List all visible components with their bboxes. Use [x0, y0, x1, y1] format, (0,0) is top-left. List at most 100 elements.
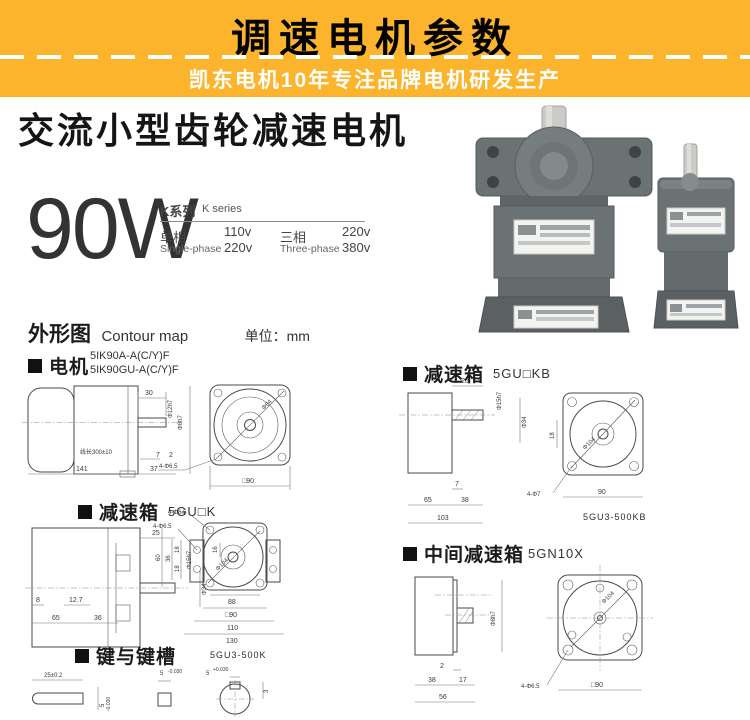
gn-model: 5GN10X	[528, 546, 584, 561]
guk-d110: 110	[227, 625, 238, 632]
three-phase-cn: 三相	[280, 230, 307, 245]
guk-holes1: 4-Φ6.5	[168, 510, 187, 516]
gn-d2: 2	[440, 663, 444, 670]
three-phase-v2: 380v	[342, 240, 371, 255]
guk-sq: □90	[225, 612, 237, 619]
contour-en: Contour map	[101, 328, 189, 345]
product-photo	[475, 105, 739, 333]
gukb-d103: 103	[437, 515, 449, 522]
guk-d16: 16	[213, 546, 219, 553]
gukb-holes: 4-Φ7	[527, 492, 541, 498]
motor-drawing: 30 Φ12h7 Φ8h7 线长300±10 7 2 141 37 Φ84 4-…	[22, 384, 291, 490]
three-phase-en: Three-phase	[280, 243, 340, 255]
key-tol-c: +0.030	[213, 667, 229, 673]
contour-cn: 外形图	[28, 323, 91, 346]
gu-k-drawing: 25 Φ15h7 Φ34 8 12.7 65 36 Φ104 16 4-Φ6.5	[25, 510, 284, 660]
section-gn: 中间减速箱 5GN10X	[403, 540, 584, 567]
motor-large	[475, 105, 653, 333]
black-square-bullet	[78, 504, 92, 519]
key-h5c: 5	[206, 671, 210, 677]
series-label-cn: K系列	[160, 204, 196, 219]
section-key: 键与键槽	[75, 642, 176, 669]
page-title: 调速电机参数	[231, 17, 519, 61]
key-tol-a: -0.030	[106, 697, 112, 711]
series-underline	[160, 221, 365, 222]
dim-shaft2: Φ8h7	[178, 415, 184, 430]
gukb-shaft: Φ15h7	[497, 391, 503, 410]
gu-k-label: 减速箱	[99, 503, 160, 524]
gn-label: 中间减速箱	[424, 545, 525, 566]
gukb-d7: 7	[455, 481, 459, 488]
gukb-d25: 25	[461, 378, 469, 385]
power-rating: 90W	[26, 181, 199, 277]
section-motor-label: 电机	[49, 357, 90, 378]
key-h5b: 5	[160, 671, 164, 677]
gu-kb-model: 5GU□KB	[493, 366, 551, 381]
contour-heading: 外形图 Contour map 单位：mm	[28, 318, 310, 348]
dim-37: 37	[150, 466, 158, 473]
contour-unit: 单位：mm	[244, 328, 310, 344]
three-phase-v1: 220v	[342, 224, 371, 239]
gukb-d34: Φ34	[522, 416, 528, 428]
gn-shaft: Φ8h7	[491, 611, 497, 626]
guk-d60: 60	[156, 554, 162, 561]
gn-sq: □90	[591, 682, 603, 689]
gukb-name: 5GU3-500KB	[583, 512, 647, 522]
guk-d65: 65	[52, 615, 60, 622]
dim-2: 2	[169, 452, 173, 459]
motor-model-1: 5IK90A-A(C/Y)F	[90, 350, 170, 362]
dim-cable: 线长300±10	[80, 448, 113, 456]
black-square-bullet	[28, 358, 42, 373]
gukb-d90: 90	[598, 489, 606, 496]
section-motor: 电机	[28, 352, 89, 379]
single-phase-en: Single-phase	[160, 243, 222, 255]
guk-holes2: 4-Φ6.5	[153, 524, 172, 530]
gukb-d18: 18	[550, 432, 556, 439]
black-square-bullet	[403, 546, 417, 561]
guk-d36: 36	[94, 615, 102, 622]
guk-d36v: 36	[166, 555, 172, 562]
dim-motor-holes: 4-Φ6.5	[159, 464, 178, 470]
guk-d127: 12.7	[69, 597, 83, 604]
section-gu-k: 减速箱 5GU□K	[78, 498, 216, 525]
guk-dia: Φ104	[215, 557, 230, 572]
motor-small	[653, 143, 739, 329]
guk-d130: 130	[226, 638, 238, 645]
gn-drawing: Φ8h7 2 38 17 56 Φ104 4-Φ6.5 □90	[414, 565, 653, 703]
dim-141: 141	[76, 466, 88, 473]
gukb-d38: 38	[461, 497, 469, 504]
guk-d88: 88	[228, 599, 236, 606]
key-depth: 3	[264, 689, 270, 693]
gu-kb-label: 减速箱	[424, 365, 485, 386]
motor-model-2: 5IK90GU-A(C/Y)F	[90, 363, 179, 376]
single-phase-cn: 单相	[160, 230, 187, 245]
guk-d18b: 18	[175, 565, 181, 572]
motor-models: 5IK90A-A(C/Y)F 5IK90GU-A(C/Y)F	[90, 350, 179, 378]
gn-holes: 4-Φ6.5	[521, 684, 540, 690]
gu-k-model: 5GU□K	[168, 504, 217, 519]
black-square-bullet	[75, 648, 89, 663]
product-title: 交流小型齿轮减速电机	[18, 110, 409, 151]
key-len: 25±0.2	[44, 673, 63, 679]
key-drawing: 25±0.2 5 -0.030 5 -0.030 5 +0.030 3	[32, 667, 270, 717]
series-label-en: K series	[202, 203, 242, 215]
guk-dim-25: 25	[152, 530, 160, 537]
dashed-divider	[0, 55, 750, 59]
header-subtitle: 凯东电机10年专注品牌电机研发生产	[188, 69, 562, 92]
gn-d56: 56	[439, 694, 447, 701]
dim-shaft1: Φ12h7	[168, 399, 174, 418]
key-label: 键与键槽	[96, 647, 177, 668]
single-phase-v2: 220v	[224, 240, 253, 255]
single-phase-v1: 110v	[224, 224, 252, 239]
header-banner: 调速电机参数 凯东电机10年专注品牌电机研发生产	[0, 0, 750, 97]
dim-7: 7	[156, 452, 160, 459]
key-tol-b: -0.030	[168, 669, 182, 675]
guk-d8: 8	[36, 597, 40, 604]
gn-dia: Φ104	[601, 590, 616, 605]
key-h5a: 5	[100, 703, 106, 707]
guk-name: 5GU3-500K	[210, 650, 267, 660]
black-square-bullet	[403, 366, 417, 381]
guk-d18a: 18	[175, 546, 181, 553]
gukb-d65: 65	[424, 497, 432, 504]
dim-30: 30	[145, 390, 153, 397]
